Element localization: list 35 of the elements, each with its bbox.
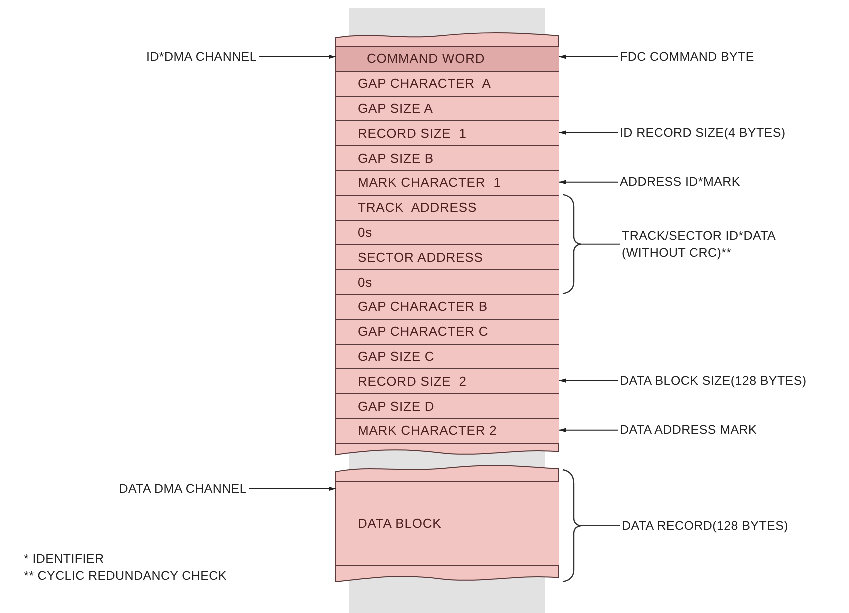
record-field: GAP SIZE B <box>336 145 559 171</box>
record-field: GAP SIZE C <box>336 344 559 370</box>
callout-label: DATA DMA CHANNEL <box>60 480 247 498</box>
record-field: GAP SIZE A <box>336 96 559 122</box>
callout-label: DATA BLOCK SIZE(128 BYTES) <box>620 372 845 390</box>
record-field: COMMAND WORD <box>336 46 559 72</box>
callout-label: ID*DMA CHANNEL <box>110 48 257 66</box>
record-field: MARK CHARACTER 2 <box>336 418 559 444</box>
arrow <box>248 486 336 492</box>
record-field: GAP CHARACTER A <box>336 70 559 97</box>
record-field: DATA BLOCK <box>336 481 559 566</box>
record-field: RECORD SIZE 1 <box>336 120 559 146</box>
arrow <box>558 428 618 432</box>
callout-label: FDC COMMAND BYTE <box>620 48 820 66</box>
arrow <box>558 378 618 383</box>
callout-label: DATA RECORD(128 BYTES) <box>622 518 790 535</box>
arrow <box>558 180 618 184</box>
arrow <box>558 130 618 135</box>
record-field: 0s <box>336 269 559 295</box>
callout-label: DATA ADDRESS MARK <box>620 421 820 440</box>
record-field: GAP CHARACTER B <box>336 294 559 320</box>
record-field: 0s <box>336 220 559 246</box>
footnote: * IDENTIFIER <box>24 551 106 568</box>
callout-label: ADDRESS ID*MARK <box>620 173 820 192</box>
footnote: ** CYCLIC REDUNDANCY CHECK <box>24 568 228 585</box>
callout-label: ID RECORD SIZE(4 BYTES) <box>620 124 840 142</box>
arrow <box>258 54 336 60</box>
record-field: GAP SIZE D <box>336 393 559 419</box>
arrow <box>558 54 618 60</box>
callout-label: TRACK/SECTOR ID*DATA (WITHOUT CRC)** <box>622 228 777 262</box>
record-field: TRACK ADDRESS <box>336 194 559 221</box>
record-field: GAP CHARACTER C <box>336 318 559 345</box>
record-field: RECORD SIZE 2 <box>336 368 559 394</box>
record-field: MARK CHARACTER 1 <box>336 170 559 196</box>
record-field: SECTOR ADDRESS <box>336 244 559 270</box>
